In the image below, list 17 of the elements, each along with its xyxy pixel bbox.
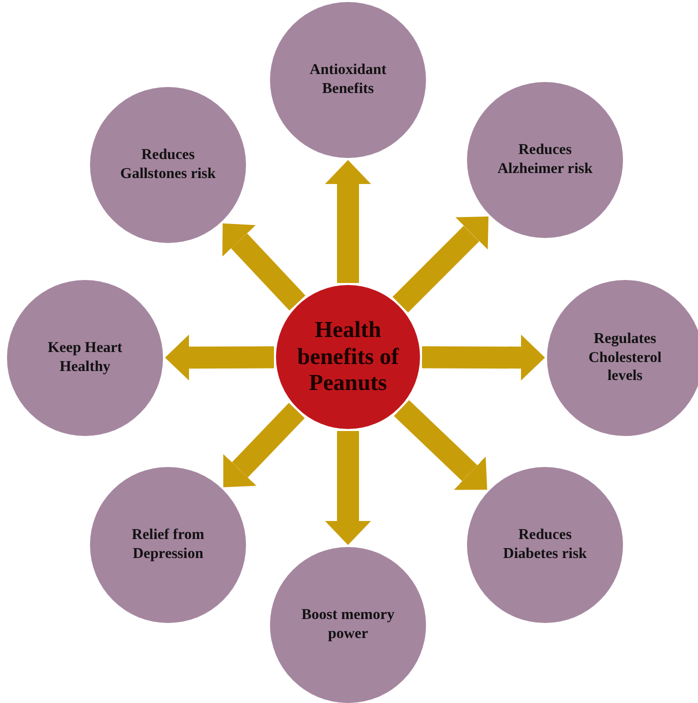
block-arrow <box>222 223 306 311</box>
benefit-label: Boost memory power <box>300 606 396 644</box>
benefit-label: Antioxidant Benefits <box>308 61 388 99</box>
benefit-label: Reduces Diabetes risk <box>502 526 588 564</box>
benefit-label: Reduces Gallstones risk <box>119 146 217 184</box>
block-arrow <box>394 400 488 490</box>
block-arrow <box>325 160 371 283</box>
block-arrow <box>165 334 274 381</box>
block-arrow <box>223 402 305 488</box>
benefit-label: Relief from Depression <box>130 526 206 564</box>
block-arrow <box>392 216 488 312</box>
benefit-label: Reduces Alzheimer risk <box>496 141 594 179</box>
block-arrow <box>422 334 545 381</box>
central-title: Health benefits of Peanuts <box>296 317 400 397</box>
benefit-label: Keep Heart Healthy <box>46 339 124 377</box>
block-arrow <box>325 431 371 545</box>
benefit-label: Regulates Cholesterol levels <box>587 330 663 386</box>
